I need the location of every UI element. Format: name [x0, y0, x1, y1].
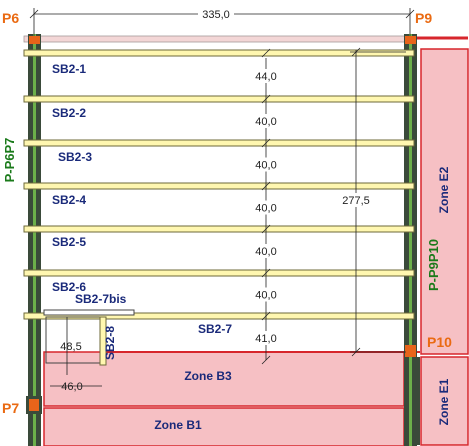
gap-tick-6	[261, 268, 271, 278]
beam-sb2-7bis-stub	[43, 309, 135, 316]
small-vertical-dim-label: 48,5	[60, 341, 81, 353]
beam-row-3	[23, 139, 415, 147]
beam-label-sb2-8: SB2-8	[103, 326, 117, 360]
beam-label-sb2-7: SB2-7	[198, 322, 232, 336]
zone-e1-area	[420, 356, 469, 446]
overall-dim-tick-bottom	[351, 347, 361, 357]
point-label-p10: P10	[427, 334, 452, 350]
gap-labels: 44,0 40,0 40,0 40,0 40,0 40,0 41,0	[249, 69, 283, 345]
zone-label-e1: Zone E1	[437, 378, 451, 425]
gap-tick-5	[261, 224, 271, 234]
gap-label-3: 40,0	[255, 160, 276, 172]
small-horizontal-dim-label: 46,0	[61, 381, 82, 393]
axis-label-right: P-P9P10	[426, 239, 441, 291]
beam-label-sb2-1: SB2-1	[52, 62, 86, 76]
overall-dim-label: 277,5	[342, 195, 370, 207]
gap-tick-7	[261, 311, 271, 321]
gap-label-5: 40,0	[255, 246, 276, 258]
gap-label-1: 44,0	[255, 71, 276, 83]
beam-row-7	[23, 312, 415, 320]
point-label-p7: P7	[2, 400, 19, 416]
zone-e2-area	[420, 48, 469, 355]
beam-sb2-8	[99, 316, 107, 366]
gap-tick-4	[261, 181, 271, 191]
axis-label-left: P-P6P7	[2, 138, 17, 183]
beam-label-sb2-3: SB2-3	[58, 150, 92, 164]
gap-tick-1	[261, 48, 271, 58]
zone-label-b3: Zone B3	[184, 369, 232, 383]
beams-group	[23, 49, 415, 320]
beam-label-sb2-6: SB2-6	[52, 280, 86, 294]
top-span-label: 335,0	[202, 9, 230, 21]
gap-label-7: 41,0	[255, 333, 276, 345]
gap-label-2: 40,0	[255, 116, 276, 128]
right-column	[404, 34, 417, 446]
beam-label-sb2-2: SB2-2	[52, 106, 86, 120]
beam-label-sb2-5: SB2-5	[52, 235, 86, 249]
top-dim-tick-right	[405, 9, 415, 19]
gap-label-bg-7	[249, 331, 283, 345]
gap-label-bg-1	[249, 69, 283, 83]
beam-row-6	[23, 269, 415, 277]
zone-label-e2: Zone E2	[437, 166, 451, 213]
beam-labels: SB2-1SB2-2SB2-3SB2-4SB2-5SB2-6SB2-7bisSB…	[52, 62, 232, 336]
beam-row-1	[23, 49, 415, 57]
gap-label-4: 40,0	[255, 203, 276, 215]
gap-label-bg-6	[249, 287, 283, 302]
beam-row-2	[23, 95, 415, 103]
point-label-p6: P6	[2, 10, 19, 26]
zone-label-b1: Zone B1	[154, 418, 202, 432]
beam-row-5	[23, 225, 415, 233]
p7-column-marker	[26, 396, 42, 414]
gap-label-bg-4	[249, 200, 283, 215]
top-dim-tick-left	[29, 9, 39, 19]
gap-tick-8	[261, 355, 271, 365]
gap-label-bg-3	[249, 157, 283, 172]
gap-label-bg-5	[249, 244, 283, 258]
top-slab-band	[23, 35, 415, 43]
beam-row-4	[23, 182, 415, 190]
gap-tick-2	[261, 94, 271, 104]
gap-tick-3	[261, 138, 271, 148]
gap-label-6: 40,0	[255, 290, 276, 302]
overall-dim-tick-top	[351, 47, 361, 57]
point-label-p9: P9	[415, 10, 432, 26]
left-column	[28, 34, 41, 446]
zone-b1-area	[43, 407, 405, 446]
gap-ticks	[261, 48, 271, 365]
gap-label-bg-2	[249, 114, 283, 128]
beam-label-sb2-7bis: SB2-7bis	[75, 292, 127, 306]
beam-label-sb2-4: SB2-4	[52, 193, 86, 207]
right-edge-column	[417, 357, 420, 445]
